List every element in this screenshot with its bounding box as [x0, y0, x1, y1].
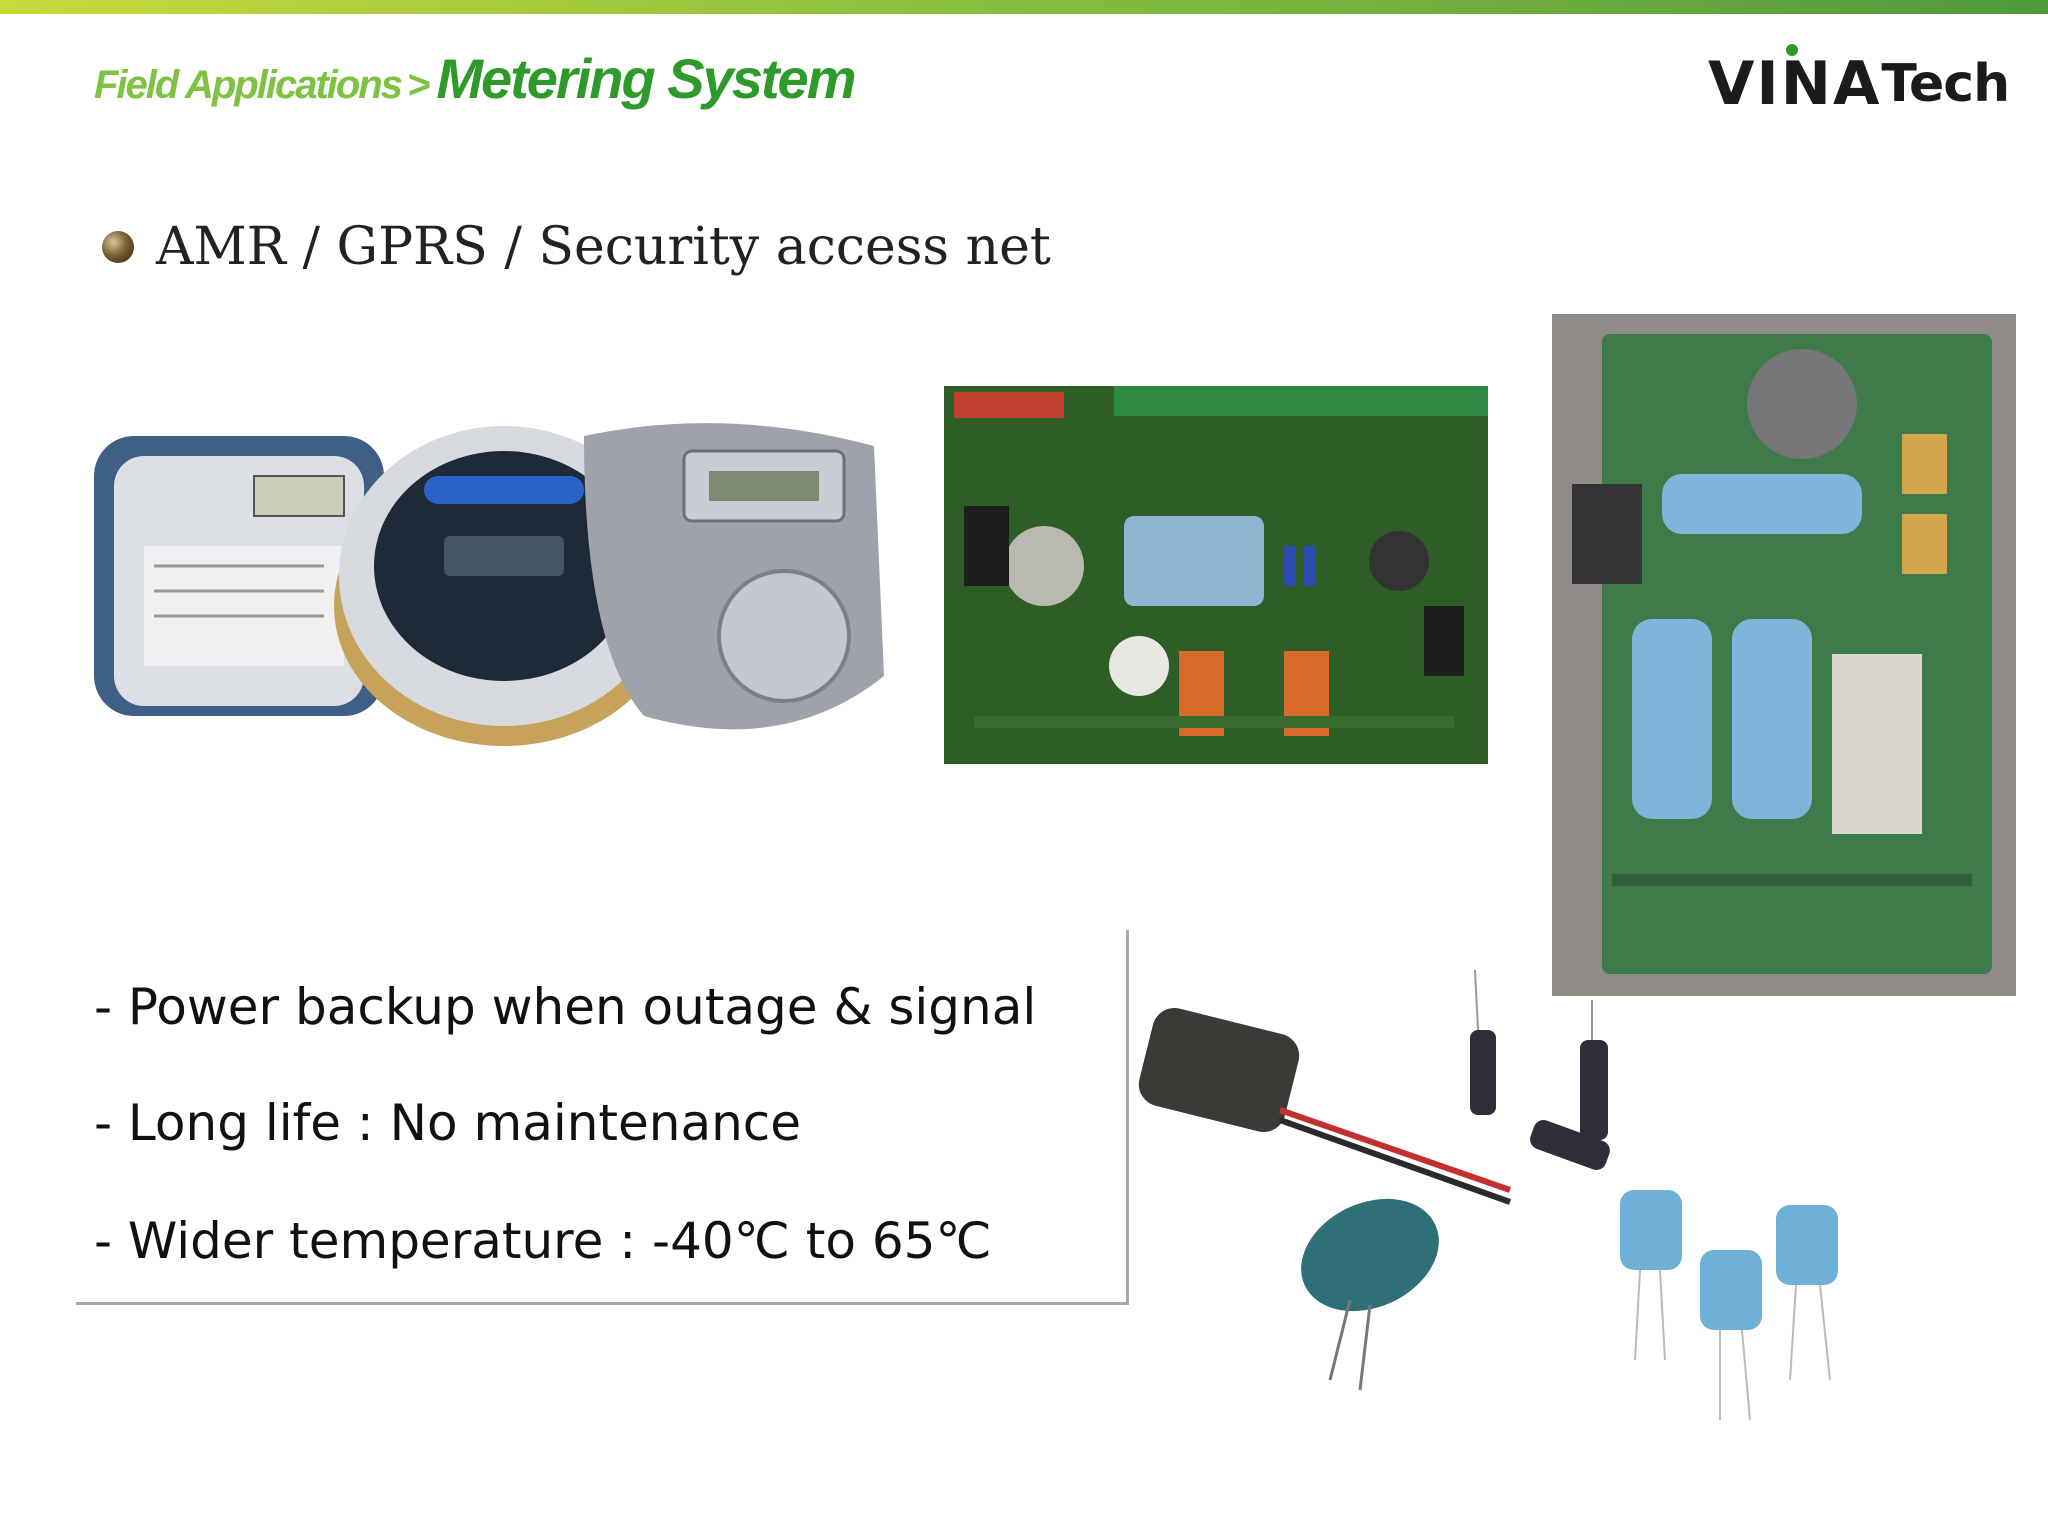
breadcrumb: Field Applications: [94, 63, 403, 107]
circuit-board-photo-1: [944, 386, 1488, 764]
capacitor-module-shape: [1138, 1008, 1512, 1205]
feature-long-life: - Long life : No maintenance: [94, 1094, 802, 1152]
bullet-text: AMR / GPRS / Security access net: [156, 217, 1051, 277]
logo-dot-icon: [1786, 44, 1798, 56]
green-capacitor-shape: [1301, 1198, 1439, 1391]
page-title: Metering System: [436, 47, 856, 110]
feature-temperature: - Wider temperature : -40℃ to 65℃: [94, 1212, 992, 1270]
bullet-icon: [102, 231, 134, 263]
capacitors-photo: [1130, 960, 1910, 1430]
feature-power-backup: - Power backup when outage & signal: [94, 978, 1037, 1036]
logo-tech-text: Tech: [1881, 54, 2010, 114]
slide-header: Field Applications > Metering System: [94, 46, 857, 126]
circuit-board-photo-2: [1552, 314, 2016, 996]
top-accent-bar: [0, 0, 2048, 14]
meters-photo: [84, 396, 904, 756]
blue-capacitors-shape: [1620, 1190, 1838, 1421]
electricity-meter-shape: [94, 436, 384, 716]
features-box: - Power backup when outage & signal - Lo…: [76, 930, 1129, 1305]
breadcrumb-separator: >: [407, 63, 431, 107]
logo-vina-text: VINA: [1708, 49, 1882, 119]
vinatech-logo: VINA Tech: [1708, 44, 2010, 119]
electrolytic-capacitors-shape: [1470, 969, 1610, 1170]
gas-meter-shape: [584, 423, 884, 730]
bullet-item: AMR / GPRS / Security access net: [102, 212, 1051, 282]
